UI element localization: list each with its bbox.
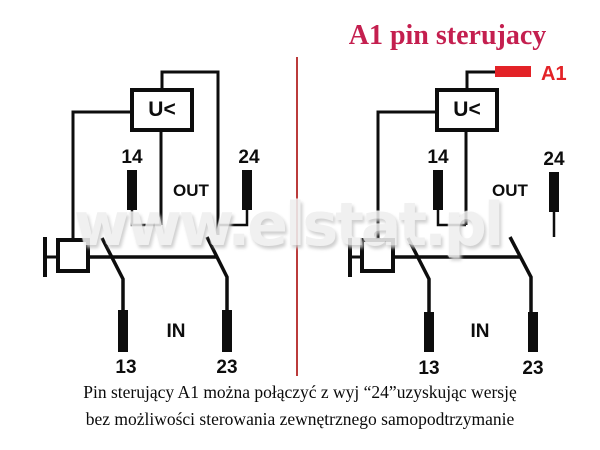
pin-terminal-14 [127,170,137,210]
pin-terminal-24 [242,170,252,210]
wire-left-to-coil [376,110,437,240]
pin-label-13: 13 [115,357,137,378]
out-label: OUT [173,181,209,200]
pin-label-24: 24 [543,149,565,170]
contact-switch-13 [406,237,431,312]
contact-switch-23 [508,236,533,312]
pin-terminal-23 [222,310,232,352]
diagram-right [348,66,559,352]
pin24-connector [218,210,249,227]
wire-top-to-24 [160,70,220,235]
pin14-connector [130,210,161,227]
red-divider-line [296,57,298,376]
caption-line-1: Pin sterujący A1 można połączyć z wyj “2… [83,382,517,402]
relay-symbol-label: U< [148,98,176,121]
diagram-left [43,70,252,352]
relay-coil-box [56,238,90,273]
wire-left-to-coil [71,110,132,240]
pin14-connector [436,210,466,227]
a1-pin-red-terminal [495,66,531,77]
pin-terminal-24 [549,172,559,212]
pin-terminal-13 [424,312,434,352]
pin-terminal-14 [433,170,443,210]
relay-symbol-label: U< [453,98,481,121]
a1-pin-label: A1 [541,63,567,85]
contact-switch-13 [100,237,125,310]
pin-label-13: 13 [418,358,440,379]
pin-label-14: 14 [121,147,143,168]
pin-label-23: 23 [522,358,544,379]
pin-label-23: 23 [216,357,238,378]
in-label: IN [166,321,186,342]
pin-terminal-13 [118,310,128,352]
relay-coil-box [360,238,395,273]
wire-top-to-a1 [465,70,496,90]
contact-switch-23 [205,236,229,310]
pin-label-24: 24 [238,147,260,168]
undervoltage-relay-box [130,88,194,132]
out-label: OUT [492,181,528,200]
caption-line-2: bez możliwości sterowania zewnętrznego s… [85,409,515,429]
in-label: IN [470,321,490,342]
pin-label-14: 14 [427,147,449,168]
undervoltage-relay-box [435,88,499,132]
pin-terminal-23 [528,312,538,352]
page-title: A1 pin sterujacy [348,20,547,51]
